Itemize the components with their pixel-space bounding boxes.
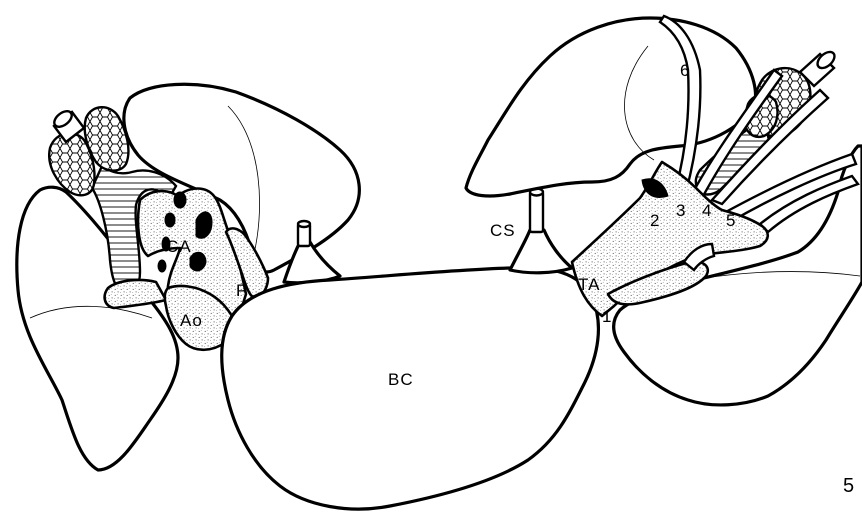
label-bc: BC (388, 370, 414, 389)
figure-number: 5 (843, 475, 854, 497)
label-p: P (236, 281, 248, 300)
label-cs: CS (490, 221, 516, 240)
label-6: 6 (680, 61, 689, 80)
label-ta: TA (578, 275, 600, 294)
label-ca: CA (166, 237, 192, 256)
left-pulmonary-vessel (105, 280, 166, 308)
cs-conus (510, 189, 572, 273)
label-2: 2 (650, 211, 659, 230)
label-4: 4 (702, 201, 711, 220)
label-3: 3 (676, 201, 685, 220)
label-1: 1 (602, 307, 611, 326)
label-ao: Ao (180, 311, 203, 330)
label-5: 5 (726, 211, 735, 230)
